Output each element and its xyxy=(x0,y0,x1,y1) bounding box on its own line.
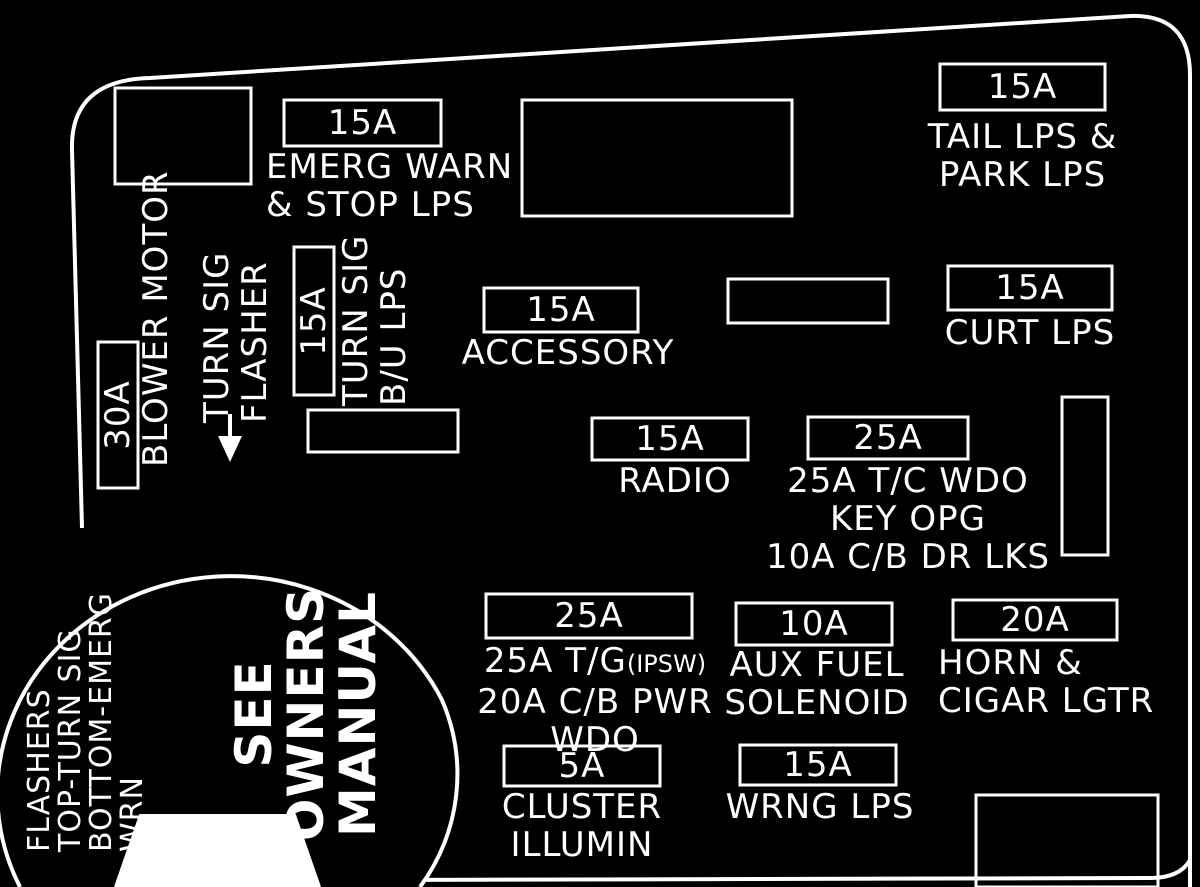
label-radio: RADIO xyxy=(618,461,732,501)
fuse-accessory-rating: 15A xyxy=(526,290,596,330)
arrow-shaft xyxy=(228,414,232,438)
center-relay-box xyxy=(520,98,794,218)
fuse-turn-bu-box xyxy=(292,245,336,397)
fuse-horn-cigar-rating: 20A xyxy=(1000,600,1070,640)
label-horn-cigar: HORN & CIGAR LGTR xyxy=(938,643,1155,721)
fuse-tg-pwr-rating: 25A xyxy=(554,596,624,636)
label-emerg-warn: EMERG WARN & STOP LPS xyxy=(266,147,514,225)
fuse-tc-wdo-rating: 25A xyxy=(853,418,923,458)
flasher-notch xyxy=(114,814,321,887)
label-cluster: CLUSTER ILLUMIN xyxy=(501,787,663,865)
fuse-tail-park-box xyxy=(938,62,1107,112)
fuse-emerg-warn-box xyxy=(282,98,443,148)
label-tail-park: TAIL LPS & PARK LPS xyxy=(927,117,1118,195)
fuse-aux-fuel-rating: 10A xyxy=(779,604,849,644)
panel-border xyxy=(69,13,1192,887)
panel-border-bottom xyxy=(379,858,1192,882)
fuse-cluster-rating: 5A xyxy=(558,746,606,786)
fuse-wrng-rating: 15A xyxy=(783,745,853,785)
flasher-circle xyxy=(0,574,460,887)
label-accessory: ACCESSORY xyxy=(461,333,675,373)
label-turn-bu: TURN SIG B/U LPS xyxy=(336,234,414,406)
fuse-aux-fuel-box xyxy=(734,601,894,647)
label-aux-fuel: AUX FUEL SOLENOID xyxy=(724,645,910,723)
fuse-wrng-box xyxy=(738,743,898,787)
label-wrng: WRNG LPS xyxy=(725,787,915,827)
fuse-curt-box xyxy=(946,264,1114,312)
fuse-accessory-box xyxy=(482,286,640,334)
blower-relay-box xyxy=(113,86,253,186)
label-tc-wdo: 25A T/C WDO KEY OPG 10A C/B DR LKS xyxy=(765,461,1051,577)
label-tg-pwr: 25A T/G(IPSW) 20A C/B PWR WDO xyxy=(477,641,713,760)
label-curt: CURT LPS xyxy=(944,313,1116,353)
label-turn-sig-flasher: TURN SIG FLASHER xyxy=(197,251,275,423)
fuse-radio-rating: 15A xyxy=(635,419,705,459)
label-flashers: FLASHERS TOP-TURN SIG BOTTOM-EMERG WRN xyxy=(22,592,150,852)
fuse-blower-box xyxy=(96,340,140,490)
fuse-tc-wdo-box xyxy=(806,415,970,461)
label-blower-motor: BLOWER MOTOR xyxy=(136,170,176,467)
down-arrow-icon xyxy=(218,436,242,462)
fuse-blower-rating: 30A xyxy=(98,380,138,450)
left-small-box xyxy=(306,408,460,454)
fuse-horn-cigar-box xyxy=(951,598,1119,642)
fuse-tail-park-rating: 15A xyxy=(987,67,1058,107)
fuse-tg-pwr-box xyxy=(484,592,694,640)
fuse-radio-box xyxy=(590,416,750,462)
fuse-cluster-box xyxy=(502,744,662,788)
fuse-curt-rating: 15A xyxy=(995,268,1065,308)
bottom-right-box xyxy=(974,793,1160,887)
label-see-owners-manual: SEE OWNERS MANUAL xyxy=(225,586,387,842)
fuse-emerg-warn-rating: 15A xyxy=(327,103,398,143)
right-vertical-box xyxy=(1060,395,1110,557)
fuse-turn-bu-rating: 15A xyxy=(294,286,334,356)
center-small-box xyxy=(726,277,890,325)
